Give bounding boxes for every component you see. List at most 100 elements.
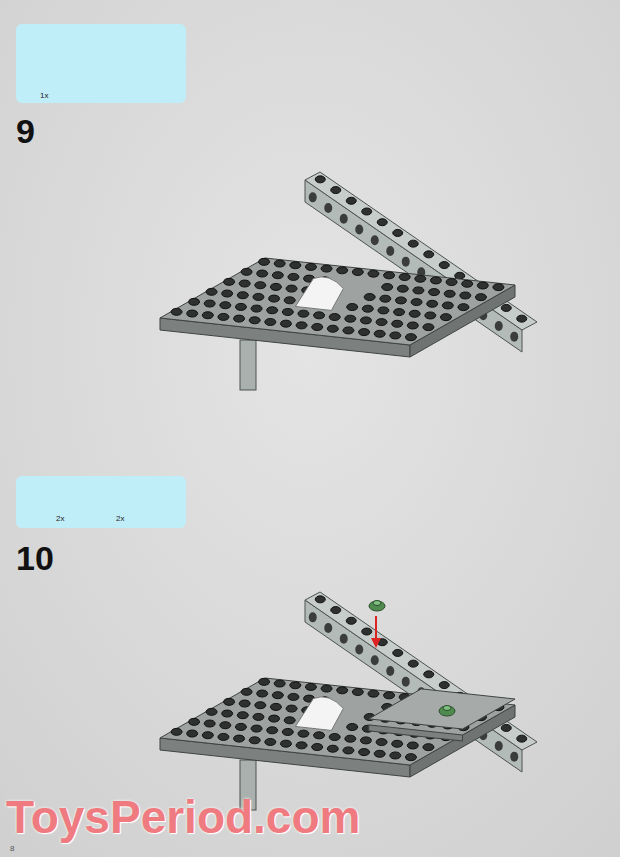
stud — [237, 712, 248, 719]
stud — [425, 312, 436, 319]
beam-hole — [386, 246, 394, 256]
stud — [460, 292, 471, 299]
stud — [364, 294, 375, 301]
stud — [352, 268, 363, 275]
stud — [374, 750, 385, 757]
stud — [439, 682, 449, 689]
stud — [259, 258, 270, 265]
stud — [314, 312, 325, 319]
stud — [189, 298, 200, 305]
stud — [280, 320, 291, 327]
stud — [259, 678, 270, 685]
plate-top — [160, 678, 515, 765]
stud — [270, 703, 281, 710]
stud — [423, 744, 434, 751]
stud — [218, 733, 229, 740]
beam-hole — [355, 225, 363, 235]
stud — [241, 688, 252, 695]
stud — [249, 317, 260, 324]
stud — [413, 287, 424, 294]
watermark: ToysPeriod.com — [6, 794, 360, 840]
stud — [187, 310, 198, 317]
plate-top — [160, 258, 515, 345]
stud — [376, 319, 387, 326]
stud — [390, 332, 401, 339]
stud — [424, 671, 434, 678]
stud — [296, 742, 307, 749]
stud — [444, 290, 455, 297]
stud — [360, 317, 371, 324]
stud — [218, 313, 229, 320]
stud — [253, 713, 264, 720]
stud — [384, 692, 395, 699]
stud — [446, 279, 457, 286]
stud — [475, 294, 486, 301]
stud — [298, 730, 309, 737]
stud — [501, 724, 511, 731]
stud — [440, 314, 451, 321]
stud — [393, 229, 403, 236]
beam-hole — [309, 612, 317, 622]
stud — [362, 208, 372, 215]
stud — [399, 274, 410, 281]
stud — [224, 698, 235, 705]
stud — [315, 596, 325, 603]
stud — [407, 742, 418, 749]
beam-hole — [510, 752, 518, 762]
stud — [424, 251, 434, 258]
stud — [393, 649, 403, 656]
stud — [430, 277, 441, 284]
stud — [255, 702, 266, 709]
stud — [493, 284, 504, 291]
stud — [380, 295, 391, 302]
beam-hole — [309, 192, 317, 202]
stud — [378, 307, 389, 314]
stud — [368, 690, 379, 697]
stud — [331, 187, 341, 194]
stud — [517, 735, 527, 742]
stud — [347, 304, 358, 311]
stud — [267, 727, 278, 734]
stud — [343, 747, 354, 754]
stud — [312, 744, 323, 751]
stud — [235, 723, 246, 730]
beam-hole — [402, 677, 410, 687]
stud — [392, 740, 403, 747]
stud — [255, 282, 266, 289]
stud — [204, 300, 215, 307]
stud — [171, 728, 182, 735]
stud — [392, 320, 403, 327]
stud — [239, 280, 250, 287]
stud — [390, 752, 401, 759]
stud — [477, 282, 488, 289]
part-quantity: 2x — [56, 514, 64, 523]
part-quantity: 2x — [116, 514, 124, 523]
stud — [305, 683, 316, 690]
stud — [206, 708, 217, 715]
stud — [423, 324, 434, 331]
stud — [329, 314, 340, 321]
beam-hole — [340, 214, 348, 224]
stud — [239, 700, 250, 707]
stud — [359, 329, 370, 336]
stud — [296, 322, 307, 329]
beam-hole — [340, 634, 348, 644]
stud — [305, 263, 316, 270]
stud — [251, 305, 262, 312]
stud — [251, 725, 262, 732]
stud — [234, 735, 245, 742]
stud — [286, 285, 297, 292]
stud — [376, 739, 387, 746]
stud — [280, 740, 291, 747]
stud — [272, 692, 283, 699]
stud — [187, 730, 198, 737]
stud — [331, 607, 341, 614]
stud — [374, 330, 385, 337]
stud — [253, 293, 264, 300]
stud — [202, 732, 213, 739]
part-quantity: 1x — [40, 91, 48, 100]
stud — [409, 310, 420, 317]
beam-hole — [355, 645, 363, 655]
stud — [321, 685, 332, 692]
